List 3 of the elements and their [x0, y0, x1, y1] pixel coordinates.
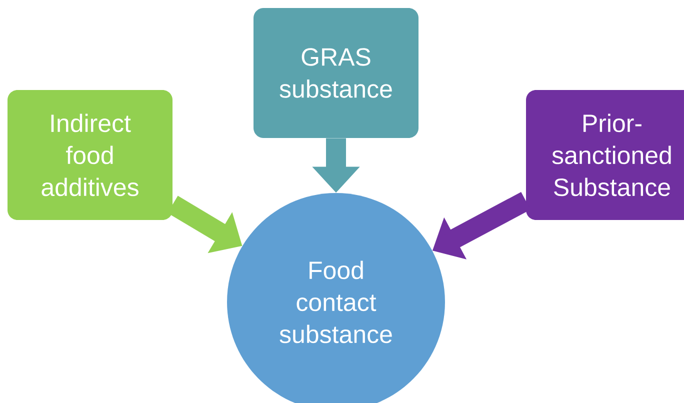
process-box: GRAS substance: [254, 8, 418, 138]
process-box: Indirect food additives: [8, 90, 172, 220]
process-box: Prior-sanctioned Substance: [526, 90, 684, 220]
